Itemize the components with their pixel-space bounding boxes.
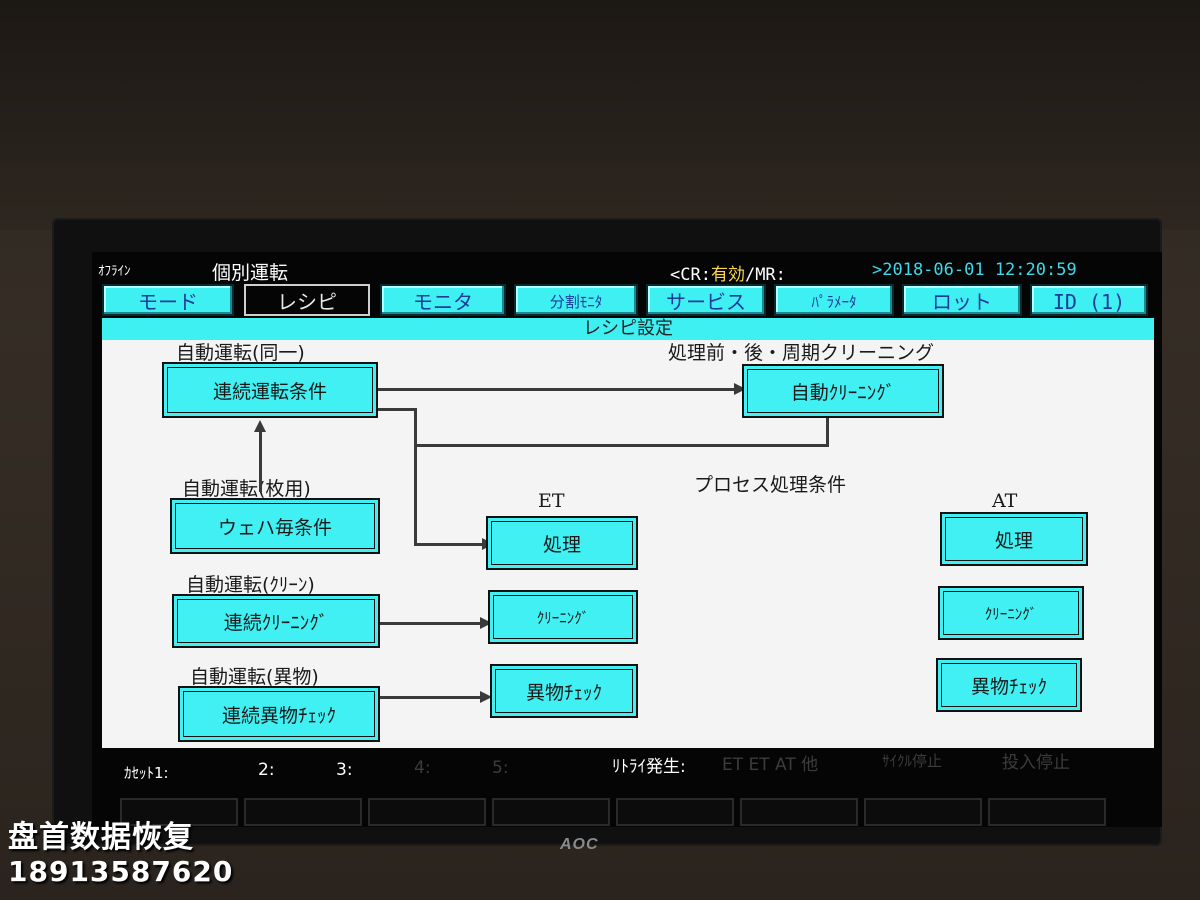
label-at: AT	[992, 490, 1018, 512]
function-key-6[interactable]	[740, 798, 858, 826]
monitor-brand-logo: AOC	[560, 836, 599, 853]
at-foreign-check-button[interactable]: 異物ﾁｪｯｸ	[936, 658, 1082, 712]
function-key-bar	[120, 798, 1150, 827]
label-auto-per-wafer: 自動運転(枚用)	[182, 478, 311, 500]
connector-line	[414, 543, 484, 546]
online-status: ｵﾌﾗｲﾝ	[98, 264, 131, 279]
function-key-3[interactable]	[368, 798, 486, 826]
label-process-conditions: プロセス処理条件	[694, 474, 847, 496]
cassette-slot-4: 4:	[414, 758, 431, 778]
connector-line	[378, 388, 736, 391]
connector-line	[380, 622, 482, 625]
at-process-button[interactable]: 処理	[940, 512, 1088, 566]
watermark-name: 盘首数据恢复	[8, 820, 194, 855]
tab-parameter[interactable]: ﾊﾟﾗﾒｰﾀ	[774, 284, 894, 316]
function-key-8[interactable]	[988, 798, 1106, 826]
tab-recipe[interactable]: レシピ	[244, 284, 370, 316]
cassette-slot-5: 5:	[492, 758, 509, 778]
function-key-7[interactable]	[864, 798, 982, 826]
connector-line	[380, 696, 482, 699]
cassette-label: ｶｾｯﾄ1:	[124, 764, 169, 782]
cassette-slot-2: 2:	[258, 760, 275, 780]
arrow-up-icon	[254, 420, 266, 432]
retry-label: ﾘﾄﾗｲ発生:	[612, 757, 686, 777]
per-wafer-conditions-button[interactable]: ウェハ毎条件	[170, 498, 380, 554]
cr-value: 有効	[710, 265, 745, 285]
connector-line	[414, 408, 417, 546]
connector-line	[259, 432, 262, 492]
continuous-cleaning-button[interactable]: 連続ｸﾘｰﾆﾝｸﾞ	[172, 594, 380, 648]
et-cleaning-button[interactable]: ｸﾘｰﾆﾝｸﾞ	[488, 590, 638, 644]
et-process-button[interactable]: 処理	[486, 516, 638, 570]
tab-mode[interactable]: モード	[102, 284, 234, 316]
tab-lot[interactable]: ロット	[902, 284, 1022, 316]
function-key-5[interactable]	[616, 798, 734, 826]
retry-flags: ET ET AT 他	[722, 755, 819, 775]
cr-mr-status: <CR:有効/MR:	[670, 260, 786, 285]
connector-line	[826, 418, 829, 447]
watermark-phone: 18913587620	[8, 855, 234, 888]
arrow-right-icon	[480, 691, 492, 703]
label-et: ET	[538, 490, 565, 512]
hmi-screen: ｵﾌﾗｲﾝ 個別運転 <CR:有効/MR: >2018-06-01 12:20:…	[92, 252, 1162, 827]
at-cleaning-button[interactable]: ｸﾘｰﾆﾝｸﾞ	[938, 586, 1084, 640]
tab-service[interactable]: サービス	[646, 284, 766, 316]
tab-bar: モード レシピ モニタ 分割ﾓﾆﾀ サービス ﾊﾟﾗﾒｰﾀ ロット ID (1)	[102, 284, 1152, 318]
input-stop: 投入停止	[1002, 753, 1070, 773]
continuous-foreign-check-button[interactable]: 連続異物ﾁｪｯｸ	[178, 686, 380, 742]
connector-line	[378, 408, 414, 411]
label-auto-foreign: 自動運転(異物)	[190, 666, 319, 688]
tab-monitor[interactable]: モニタ	[380, 284, 506, 316]
operation-mode: 個別運転	[212, 262, 289, 284]
page-title: レシピ設定	[102, 318, 1154, 340]
et-foreign-check-button[interactable]: 異物ﾁｪｯｸ	[490, 664, 638, 718]
function-key-1[interactable]	[120, 798, 238, 826]
recipe-diagram: 自動運転(同一) 処理前・後・周期クリーニング 自動運転(枚用) プロセス処理条…	[102, 340, 1154, 748]
tab-id[interactable]: ID (1)	[1030, 284, 1148, 316]
tab-split-monitor[interactable]: 分割ﾓﾆﾀ	[514, 284, 638, 316]
mr-label: /MR:	[744, 265, 786, 285]
cassette-slot-3: 3:	[336, 760, 353, 780]
label-auto-clean: 自動運転(ｸﾘｰﾝ)	[186, 574, 315, 596]
background-wall	[0, 0, 1200, 230]
connector-line	[414, 444, 828, 447]
auto-cleaning-button[interactable]: 自動ｸﾘｰﾆﾝｸﾞ	[742, 364, 944, 418]
label-auto-same: 自動運転(同一)	[176, 342, 305, 364]
function-key-4[interactable]	[492, 798, 610, 826]
status-line: ｵﾌﾗｲﾝ 個別運転 <CR:有効/MR: >2018-06-01 12:20:…	[92, 256, 1162, 285]
datetime: >2018-06-01 12:20:59	[872, 260, 1077, 280]
function-key-2[interactable]	[244, 798, 362, 826]
continuous-operation-conditions-button[interactable]: 連続運転条件	[162, 362, 378, 418]
cycle-stop: ｻｲｸﾙ停止	[882, 752, 943, 770]
cr-prefix: <CR:	[670, 265, 711, 285]
status-footer: ｶｾｯﾄ1: 2: 3: 4: 5: ﾘﾄﾗｲ発生: ET ET AT 他 ｻｲ…	[102, 752, 1154, 792]
label-pre-post-cleaning: 処理前・後・周期クリーニング	[668, 342, 935, 364]
